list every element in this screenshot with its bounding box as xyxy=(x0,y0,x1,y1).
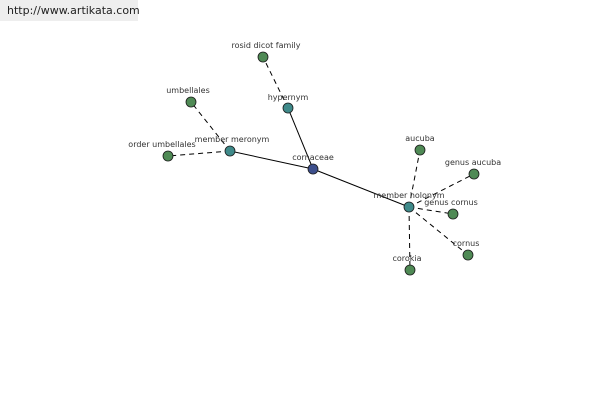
node-label-genus-cornus: genus cornus xyxy=(424,198,478,207)
edge-cornaceae-holonym xyxy=(312,168,410,208)
edge-cornaceae-hypernym xyxy=(287,107,314,170)
edge-meronym-umbellales xyxy=(190,101,231,152)
edge-holonym-cornus xyxy=(408,206,469,256)
node-cornus[interactable] xyxy=(462,249,474,261)
node-order-umbellales[interactable] xyxy=(162,150,174,162)
node-label-hypernym: hypernym xyxy=(268,93,309,102)
edge-holonym-genus_cornus xyxy=(408,206,454,215)
node-corokia[interactable] xyxy=(404,264,416,276)
graph-edges xyxy=(167,56,475,271)
node-umbellales[interactable] xyxy=(185,96,197,108)
node-label-rosid: rosid dicot family xyxy=(232,41,301,50)
node-label-genus-aucuba: genus aucuba xyxy=(445,158,501,167)
edge-holonym-aucuba xyxy=(408,149,421,208)
edge-hypernym-rosid xyxy=(262,56,289,109)
node-aucuba[interactable] xyxy=(414,144,426,156)
node-label-order-umbellales: order umbellales xyxy=(128,140,195,149)
node-holonym[interactable] xyxy=(403,201,415,213)
graph-labels: cornaceae hypernym rosid dicot family membe… xyxy=(128,41,501,263)
node-label-meronym: member meronym xyxy=(195,135,270,144)
node-genus-cornus[interactable] xyxy=(447,208,459,220)
edge-holonym-genus_aucuba xyxy=(408,173,475,208)
graph-nodes xyxy=(162,51,480,276)
node-label-aucuba: aucuba xyxy=(405,134,435,143)
node-genus-aucuba[interactable] xyxy=(468,168,480,180)
edge-holonym-corokia xyxy=(408,206,411,271)
node-label-corokia: corokia xyxy=(392,254,421,263)
node-label-holonym: member holonym xyxy=(373,191,444,200)
node-label-cornus: cornus xyxy=(453,239,480,248)
edge-cornaceae-meronym xyxy=(229,150,314,170)
source-url[interactable]: http://www.artikata.com xyxy=(0,0,140,21)
node-cornaceae[interactable] xyxy=(307,163,319,175)
node-label-umbellales: umbellales xyxy=(166,86,210,95)
node-rosid[interactable] xyxy=(257,51,269,63)
node-meronym[interactable] xyxy=(224,145,236,157)
edge-meronym-order_umbellales xyxy=(167,150,231,157)
node-hypernym[interactable] xyxy=(282,102,294,114)
node-label-cornaceae: cornaceae xyxy=(292,153,334,162)
